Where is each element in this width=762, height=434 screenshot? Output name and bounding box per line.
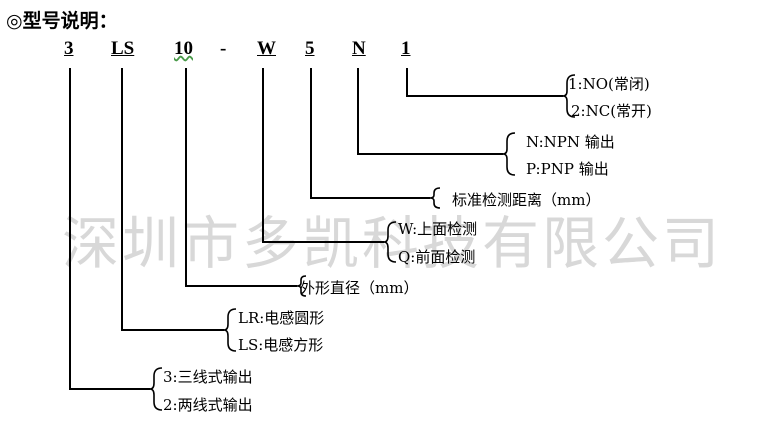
page-title: ◎型号说明： [6,10,118,32]
option-square: LS:电感方形 [238,336,324,354]
connector-output-type [357,68,503,155]
code-shape: LS [111,38,135,59]
code-wiring: 3 [64,38,74,59]
option-pnp: P:PNP 输出 [526,160,609,178]
brace-icon [383,221,397,263]
option-front-detect: Q:前面检测 [398,248,476,266]
option-round: LR:电感圆形 [238,309,325,327]
brace-icon [296,275,307,297]
connector-distance [310,68,430,199]
label-diameter: 外形直径（mm） [300,279,419,297]
option-top-detect: W:上面检测 [398,220,478,238]
brace-icon [562,74,576,118]
code-distance: 5 [305,38,315,59]
code-diameter: 10 [174,38,193,59]
connector-output-state [406,68,563,97]
option-no: 1:NO(常闭) [568,75,650,93]
connector-wiring [69,68,150,390]
code-output-type: N [352,38,366,59]
code-output-state: 1 [401,38,411,59]
brace-icon [502,132,516,176]
option-nc: 2:NC(常开) [571,102,652,120]
company-watermark: 深圳市多凯科技有限公司 [62,211,722,277]
connector-diameter [185,68,297,287]
connector-shape [121,68,224,331]
label-distance: 标准检测距离（mm） [452,191,601,209]
option-two-wire: 2:两线式输出 [163,396,253,414]
brace-icon [223,308,237,352]
code-detect-face: W [257,38,276,59]
brace-icon [429,187,441,209]
option-npn: N:NPN 输出 [526,133,615,151]
connector-detect-face [262,68,384,243]
option-three-wire: 3:三线式输出 [163,368,253,386]
code-dash: - [220,38,227,59]
brace-icon [149,367,163,411]
